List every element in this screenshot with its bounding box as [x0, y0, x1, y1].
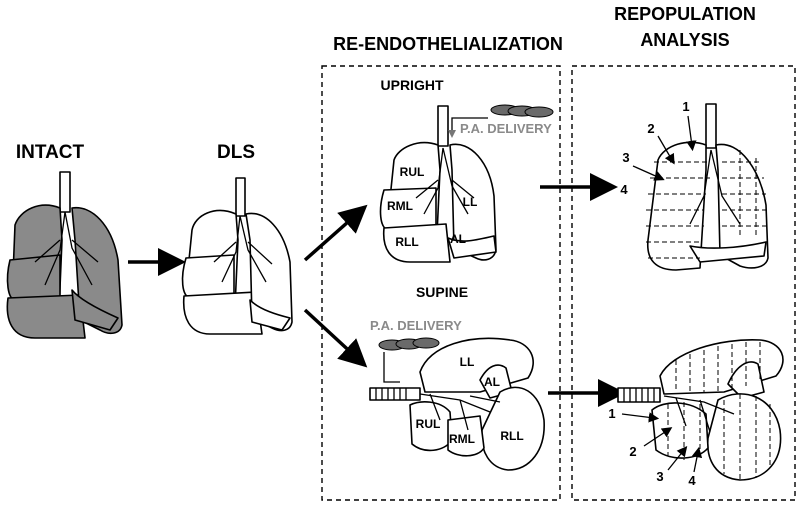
lobe-ll-supine: LL [460, 355, 475, 369]
cell-cluster-upright-icon [490, 104, 554, 118]
lobe-ll-upright: LL [463, 195, 478, 209]
region-4-supine: 4 [688, 473, 696, 488]
repopulation-box [571, 65, 796, 501]
analysis-supine-lung: 1 2 3 4 [608, 339, 784, 488]
intact-trachea [59, 171, 71, 213]
lobe-rul-supine: RUL [416, 417, 441, 431]
lobe-al-supine: AL [484, 375, 500, 389]
region-3-upright: 3 [622, 150, 629, 165]
cell-cluster-supine-icon [378, 337, 440, 351]
region-4-upright: 4 [620, 182, 628, 197]
lobe-rll-supine: RLL [500, 429, 523, 443]
reendothelialization-box [321, 65, 561, 501]
lobe-rml-supine: RML [449, 432, 475, 446]
header-repopulation: REPOPULATION [614, 4, 756, 24]
dls-lung: DLS [181, 142, 293, 335]
orientation-label-upright: UPRIGHT [381, 77, 444, 93]
stage-label-intact: INTACT [16, 142, 85, 163]
arrow-dls-to-supine [303, 308, 368, 368]
header-analysis: ANALYSIS [640, 30, 729, 50]
lobe-rll-upright: RLL [395, 235, 418, 249]
orientation-label-supine: SUPINE [416, 284, 468, 300]
region-2-supine: 2 [629, 444, 636, 459]
stage-label-dls: DLS [217, 142, 255, 163]
intact-lung: INTACT [6, 142, 123, 339]
lobe-rml-upright: RML [387, 199, 413, 213]
supine-lung: SUPINE P.A. DELIVERY LL AL RUL RML RLL [369, 284, 545, 471]
region-1-supine: 1 [608, 406, 615, 421]
arrow-dls-to-upright [303, 204, 368, 262]
region-1-upright: 1 [682, 99, 689, 114]
delivery-label-supine: P.A. DELIVERY [370, 318, 462, 333]
delivery-label-upright: P.A. DELIVERY [460, 121, 552, 136]
analysis-upright-lung: 1 2 3 4 [620, 99, 769, 271]
lobe-al-upright: AL [450, 232, 466, 246]
region-3-supine: 3 [656, 469, 663, 484]
lobe-rul-upright: RUL [400, 165, 425, 179]
region-2-upright: 2 [647, 121, 654, 136]
header-reendothelialization: RE-ENDOTHELIALIZATION [333, 34, 563, 54]
upright-lung: UPRIGHT RUL RML RLL LL AL P.A. DELIVERY [379, 77, 554, 263]
